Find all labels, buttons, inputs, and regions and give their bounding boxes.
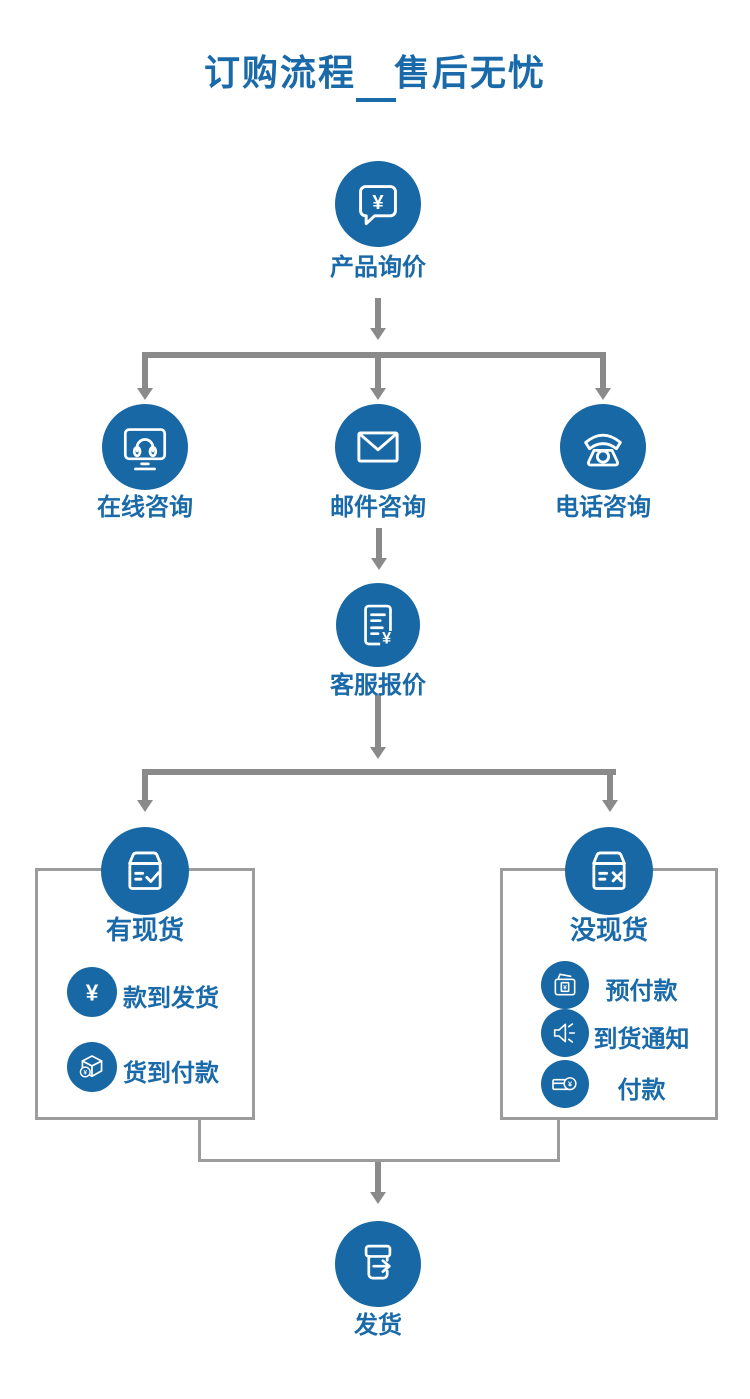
- arrow-down-icon: [602, 800, 618, 812]
- chat-bubble-yen-icon: ¥: [359, 185, 397, 226]
- connector-line: [607, 769, 613, 800]
- out-of-stock-label: 没现货: [569, 915, 648, 945]
- connector-line: [600, 352, 606, 388]
- arrow-down-icon: [137, 800, 153, 812]
- cod-item-label: 货到付款: [123, 1060, 219, 1087]
- email-consult-node: [335, 404, 421, 490]
- ship-node: [335, 1221, 421, 1307]
- wallet-yen-icon: ¥: [554, 973, 576, 996]
- connector-line: [375, 298, 381, 328]
- service-quote-node: ¥: [336, 583, 420, 667]
- arrow-down-icon: [371, 558, 387, 570]
- envelope-icon: [357, 431, 399, 463]
- payment-first-item-label: 款到发货: [123, 985, 219, 1012]
- in-stock-label: 有现货: [105, 915, 184, 945]
- phone-consult-node: [560, 404, 646, 490]
- merge-line: [198, 1120, 201, 1162]
- box-arrow-out-icon: [364, 1244, 392, 1280]
- payment-item-icon-circle: ¥: [541, 1060, 589, 1108]
- svg-text:¥: ¥: [382, 629, 391, 647]
- arrow-down-icon: [137, 388, 153, 400]
- payment-item-label: 付款: [617, 1077, 666, 1104]
- telephone-icon: [584, 433, 622, 467]
- arrow-down-icon: [370, 747, 386, 759]
- product-inquiry-node: ¥: [335, 161, 421, 247]
- monitor-headset-icon: [123, 428, 167, 471]
- payment-first-item-icon-circle: ¥: [67, 967, 117, 1017]
- merge-line: [557, 1120, 560, 1162]
- connector-line: [376, 528, 382, 558]
- online-consult-label: 在线咨询: [97, 494, 193, 521]
- prepayment-item-icon-circle: ¥: [541, 961, 589, 1009]
- arrow-down-icon: [370, 1192, 386, 1204]
- title-underline: [356, 98, 396, 102]
- connector-line: [142, 769, 148, 800]
- box-check-icon: [128, 851, 162, 890]
- arrival-notice-item-label: 到货通知: [593, 1026, 690, 1053]
- split-connector: [142, 352, 606, 358]
- out-of-stock-node: [565, 827, 653, 915]
- svg-text:¥: ¥: [568, 1079, 573, 1088]
- arrival-notice-item-icon-circle: [541, 1009, 589, 1057]
- prepayment-item-label: 预付款: [605, 978, 678, 1005]
- split-connector: [142, 769, 616, 775]
- in-stock-node: [101, 827, 189, 915]
- arrow-down-icon: [370, 328, 386, 340]
- arrow-down-icon: [595, 388, 611, 400]
- connector-line: [142, 352, 148, 388]
- cod-item-icon-circle: ¥: [67, 1042, 117, 1092]
- arrow-down-icon: [370, 388, 386, 400]
- merge-line: [198, 1159, 560, 1162]
- product-inquiry-label: 产品询价: [330, 254, 426, 281]
- card-coin-yen-icon: ¥: [552, 1077, 577, 1091]
- svg-text:¥: ¥: [563, 985, 567, 992]
- box-cross-icon: [592, 851, 626, 890]
- speaker-icon: [553, 1023, 576, 1043]
- svg-text:¥: ¥: [86, 980, 99, 1006]
- page-title: 订购流程 售后无忧: [203, 52, 546, 93]
- ship-label: 发货: [354, 1312, 402, 1339]
- connector-line: [375, 358, 381, 388]
- service-quote-label: 客服报价: [330, 672, 426, 699]
- package-yen-icon: ¥: [79, 1055, 103, 1078]
- connector-line: [375, 1162, 381, 1192]
- yen-icon: ¥: [86, 980, 99, 1006]
- online-consult-node: [102, 404, 188, 490]
- connector-line: [375, 694, 381, 747]
- svg-text:¥: ¥: [83, 1069, 87, 1076]
- invoice-yen-icon: ¥: [364, 604, 394, 647]
- svg-text:¥: ¥: [372, 192, 384, 214]
- email-consult-label: 邮件咨询: [330, 494, 426, 521]
- phone-consult-label: 电话咨询: [555, 494, 651, 521]
